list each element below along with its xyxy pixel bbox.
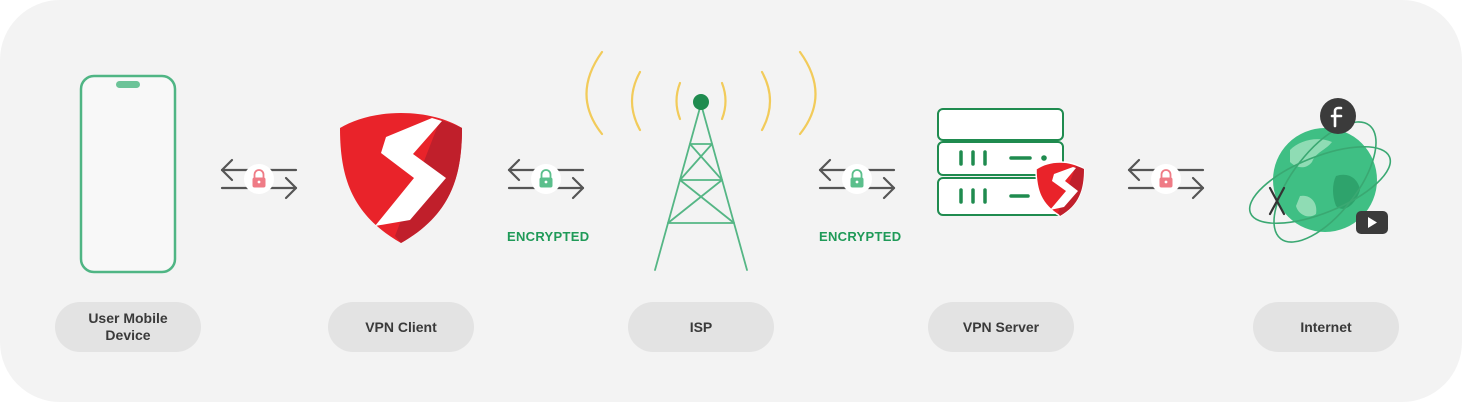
padlock-icon bbox=[252, 169, 266, 188]
encrypted-label: ENCRYPTED bbox=[507, 229, 590, 244]
link-arrows bbox=[507, 158, 585, 200]
node-label-vpn-server: VPN Server bbox=[928, 302, 1074, 352]
smartphone-icon bbox=[79, 74, 177, 274]
node-label-text: VPN Client bbox=[365, 318, 437, 335]
padlock-icon bbox=[1159, 169, 1173, 188]
vpn-shield-icon bbox=[1035, 161, 1085, 217]
link-arrows bbox=[1127, 158, 1205, 200]
server-rack-icon bbox=[937, 108, 1085, 217]
padlock-icon bbox=[850, 169, 864, 188]
node-label-internet: Internet bbox=[1253, 302, 1399, 352]
youtube-icon bbox=[1356, 211, 1388, 234]
node-label-user-mobile-device: User Mobile Device bbox=[55, 302, 201, 352]
node-label-text: Internet bbox=[1300, 318, 1352, 335]
facebook-icon bbox=[1320, 98, 1356, 134]
padlock-icon bbox=[539, 169, 553, 188]
link-arrows bbox=[818, 158, 896, 200]
vpn-shield-icon bbox=[340, 113, 462, 243]
link-arrows bbox=[220, 158, 298, 200]
radio-tower-icon bbox=[585, 50, 817, 271]
node-label-text: ISP bbox=[689, 318, 713, 335]
node-label-text: User Mobile Device bbox=[88, 310, 168, 343]
node-label-text: VPN Server bbox=[962, 318, 1040, 335]
encrypted-label: ENCRYPTED bbox=[819, 229, 902, 244]
globe-icon bbox=[1248, 98, 1392, 243]
node-label-vpn-client: VPN Client bbox=[328, 302, 474, 352]
node-label-isp: ISP bbox=[628, 302, 774, 352]
x-icon bbox=[1268, 186, 1286, 216]
